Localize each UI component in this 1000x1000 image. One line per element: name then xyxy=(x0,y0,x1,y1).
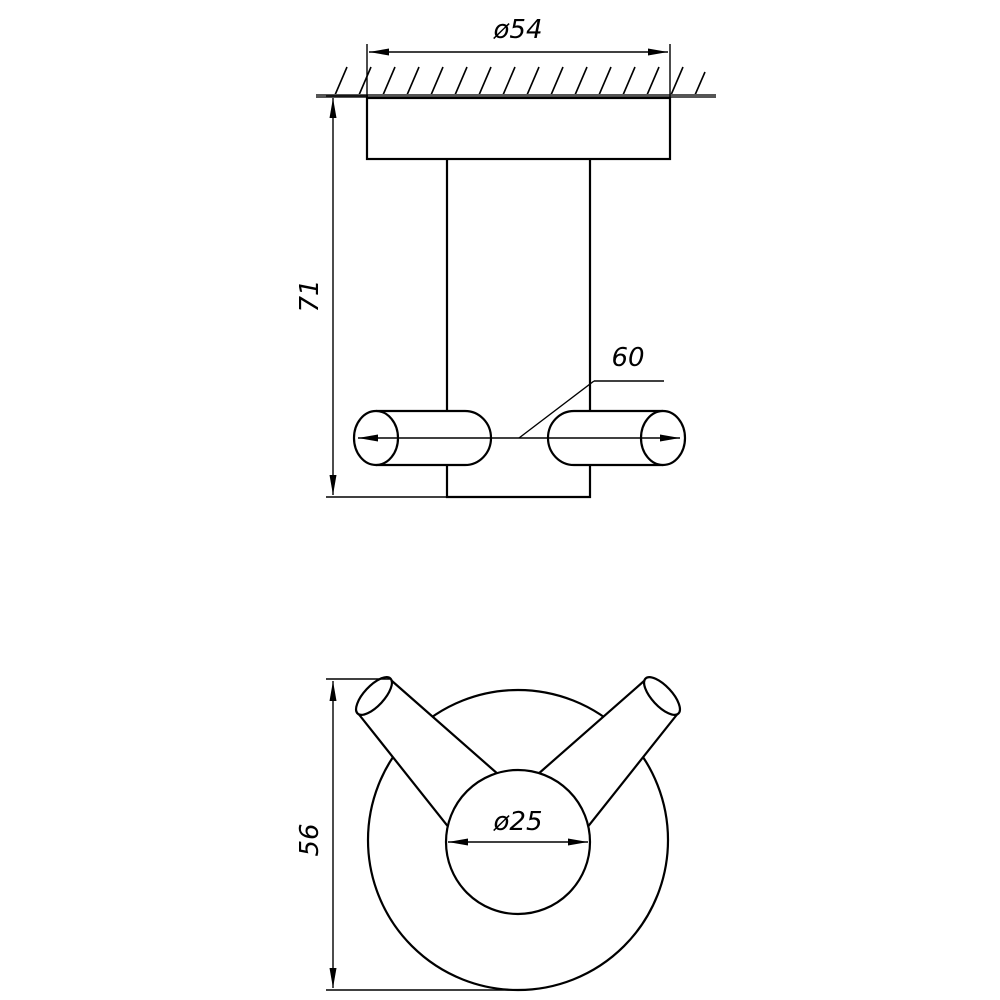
label-front-height: 56 xyxy=(295,823,325,856)
dimension-height xyxy=(326,95,447,498)
front-view xyxy=(326,676,682,992)
label-center-diameter: ø25 xyxy=(493,807,543,837)
label-height: 71 xyxy=(295,279,325,312)
base-plate xyxy=(365,96,672,161)
stem xyxy=(445,159,592,499)
label-top-width: ø54 xyxy=(493,15,543,45)
dimension-hook-span xyxy=(358,380,680,442)
dimension-top-width xyxy=(366,44,671,98)
wall-hatching xyxy=(334,66,706,96)
dimension-front-height xyxy=(326,678,518,991)
label-hook-span: 60 xyxy=(611,343,644,373)
side-view xyxy=(316,44,716,499)
